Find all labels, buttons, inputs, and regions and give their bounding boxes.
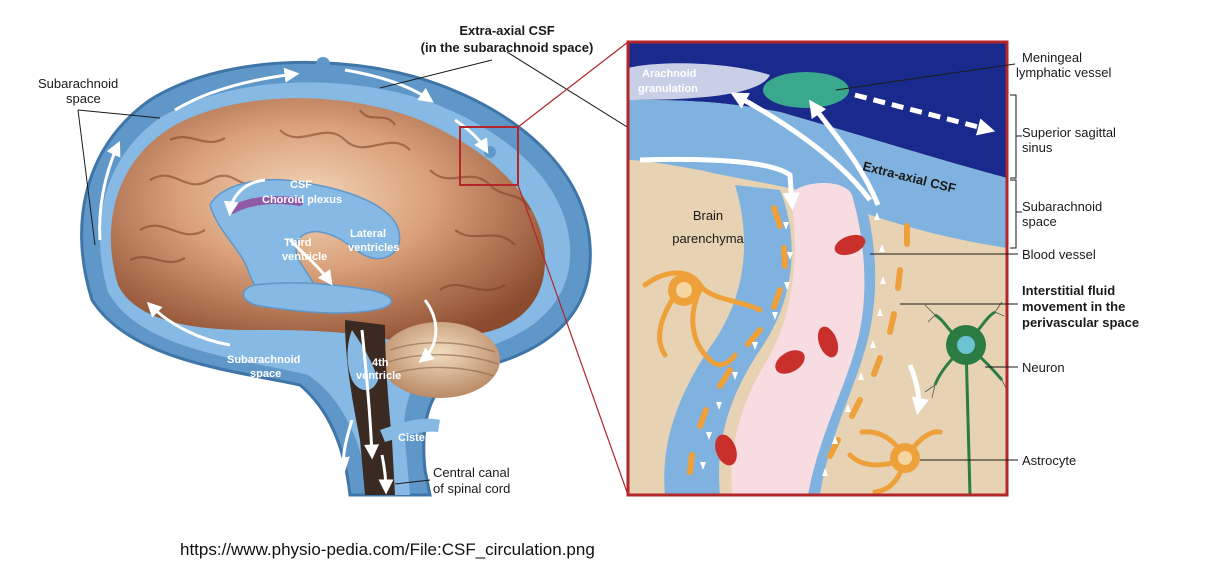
subarachnoid-right-label-1: Subarachnoid [1022,199,1102,214]
interstitial-label-2: movement in the [1022,299,1125,314]
subarachnoid-space-band [628,100,1007,248]
subarachnoid-right-label-2: space [1022,214,1057,229]
title-line1: Extra-axial CSF [459,23,554,38]
arachnoid-granulation-label-1: Arachnoid [642,68,696,80]
blood-vessel [731,182,865,495]
inset-flow-arrows [639,92,996,416]
meningeal-lymphatic-vessel [763,72,849,108]
perivascular-channel-left [664,185,792,495]
interstitial-label-1: Interstitial fluid [1022,283,1115,298]
zoom-region-box [459,126,519,186]
astrocyte-left [642,270,763,368]
fourth-ventricle [347,330,378,391]
red-blood-cells [715,234,866,466]
central-canal-label-1: Central canal [433,465,510,480]
cerebellum [380,322,500,398]
choroid-plexus-label: Choroid plexus [262,194,342,206]
perivascular-flow-arrowheads [700,212,886,476]
astrocyte-label: Astrocyte [1022,453,1076,468]
perivascular-inset [628,42,1007,495]
neuron-label: Neuron [1022,360,1065,375]
lateral-ventricles-label-1: Lateral [350,228,386,240]
brain-parenchyma-label-2: parenchyma [672,231,744,246]
astrocyte-right [847,429,943,495]
lateral-ventricles-label-2: ventricles [348,242,399,254]
source-url: https://www.physio-pedia.com/File:CSF_ci… [180,540,595,559]
label-brackets [835,63,1022,461]
brain-parenchyma-label-1: Brain [693,208,723,223]
neuron [924,301,1007,495]
meningeal-label-1: Meningeal [1022,50,1082,65]
subarachnoid-top-label-1: Subarachnoid [38,76,118,91]
cistern [380,418,440,442]
central-canal-label-2: of spinal cord [433,481,510,496]
astrocyte-endfeet [687,205,910,475]
fourth-ventricle-label-2: ventricle [356,370,401,382]
third-ventricle-label-2: ventricle [282,251,327,263]
third-ventricle-label-1: Third [284,237,312,249]
csf-flow-arrows [98,67,489,495]
csf-label: CSF [290,179,312,191]
interstitial-label-3: perivascular space [1022,315,1139,330]
brain-illustration [77,51,641,497]
subarachnoid-bottom-label-2: space [250,368,281,380]
arachnoid-granulation-label-2: granulation [638,83,698,95]
subarachnoid-bottom-label-1: Subarachnoid [227,354,300,366]
meningeal-label-2: lymphatic vessel [1016,65,1111,80]
subarachnoid-top-label-2: space [66,91,101,106]
arachnoid-granulation [628,63,770,100]
title-line2: (in the subarachnoid space) [421,40,594,55]
superior-sagittal-label-1: Superior sagittal [1022,125,1116,140]
superior-sagittal-label-2: sinus [1022,140,1053,155]
fourth-ventricle-label-1: 4th [372,357,389,369]
blood-vessel-label: Blood vessel [1022,247,1096,262]
inset-frame [626,40,1009,497]
cistern-label: Cistern [398,432,436,444]
